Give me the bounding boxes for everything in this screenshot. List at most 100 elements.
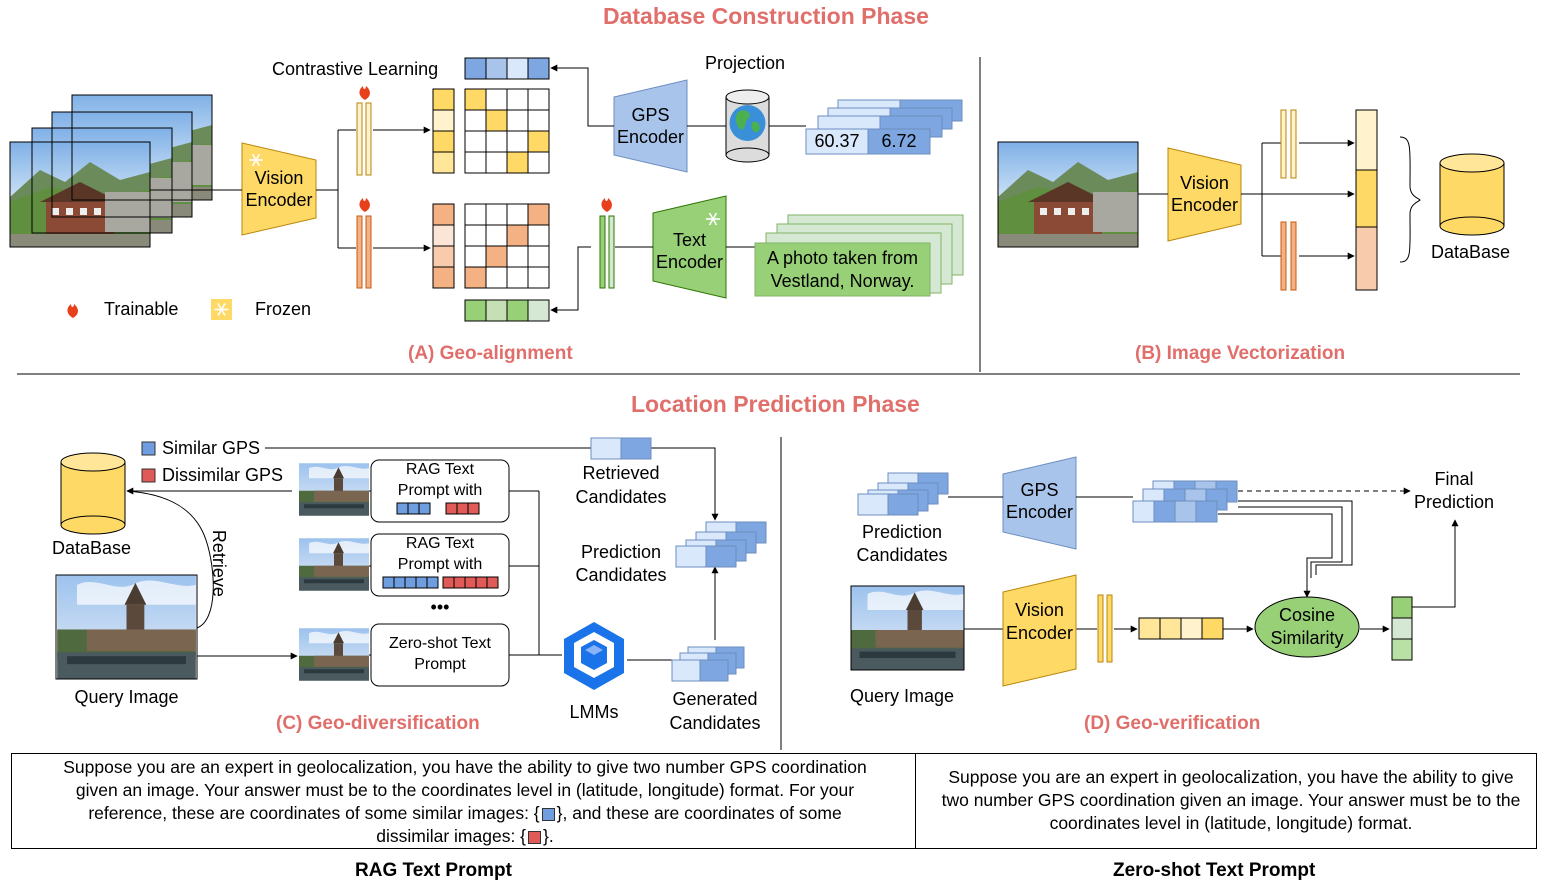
cosine-similarity-line-1: Cosine — [1278, 605, 1336, 625]
prediction-candidates-stack-c — [675, 521, 767, 568]
gps-encoder-a — [613, 79, 688, 173]
grid-cell — [506, 109, 529, 132]
query-image-d-label: Query Image — [849, 686, 955, 706]
section-b-label: (B) Image Vectorization — [1135, 343, 1346, 364]
gps-encoder-a-label-2: Encoder — [616, 127, 685, 147]
grid-cell — [527, 224, 550, 247]
geo-verification-flows — [948, 487, 1459, 633]
zero-shot-prompt-line-1: Zero-shot Text — [389, 635, 491, 652]
text-encoder-bars-a — [599, 215, 615, 289]
grid-cell — [464, 224, 487, 247]
generated-candidates-stack — [671, 646, 745, 682]
similarity-grid-top — [464, 88, 550, 174]
text-encoder-a — [652, 195, 727, 299]
thumb-images — [299, 463, 369, 681]
grid-cell — [506, 224, 529, 247]
grid-cell — [485, 88, 508, 111]
rag-prompt-text-part-2: }, and these are coordinates of some dis… — [376, 803, 842, 846]
gps-embed-cell — [1195, 500, 1218, 523]
query-image-c — [55, 574, 198, 680]
globe-icon — [725, 89, 770, 163]
database-c-label: DataBase — [52, 538, 132, 558]
gps-encoder-d — [1002, 456, 1077, 550]
text-encoder-a-label-2: Encoder — [655, 252, 724, 272]
grid-cell — [506, 130, 529, 153]
snowflake-icon — [249, 153, 720, 226]
grid-cell — [527, 151, 550, 174]
caption-stack — [754, 214, 964, 297]
grid-cell — [527, 109, 550, 132]
rag-prompt-1-line-2: Prompt with — [397, 482, 483, 499]
gps-embed-cell — [1153, 500, 1176, 523]
dissimilar-gps-label: Dissimilar GPS — [162, 465, 284, 485]
grid-cell — [506, 245, 529, 268]
prediction-candidates-c-line-2: Candidates — [575, 565, 667, 585]
zero-shot-prompt-panel — [915, 753, 1537, 849]
section-a-label: (A) Geo-alignment — [408, 343, 573, 364]
geo-diversification-flows — [126, 447, 719, 661]
database-b-label: DataBase — [1431, 242, 1511, 262]
final-prediction-line-2: Prediction — [1413, 492, 1495, 512]
image-embed-bars-a — [356, 102, 372, 289]
cosine-similarity-node — [1254, 596, 1360, 658]
dividers — [17, 57, 1520, 750]
grid-cell — [464, 88, 487, 111]
grid-cell — [464, 266, 487, 289]
grid-cell — [506, 151, 529, 174]
vision-encoder-a — [241, 142, 317, 236]
rag-prompt-text-part-3: }. — [543, 826, 554, 846]
section-c-label: (C) Geo-diversification — [276, 713, 480, 734]
image-stack — [9, 94, 213, 248]
zero-shot-prompt-line-2: Prompt — [414, 656, 466, 673]
rag-prompt-text-part-1: Suppose you are an expert in geolocaliza… — [63, 757, 867, 823]
grid-cell — [527, 203, 550, 226]
database-icon-b — [1439, 153, 1505, 236]
similar-gps-inline-icon — [541, 807, 555, 821]
vision-encoder-b-label-2: Encoder — [1170, 195, 1239, 215]
rag-prompt-2-line-1: RAG Text — [405, 535, 475, 552]
trainable-legend-label: Trainable — [104, 299, 179, 319]
prediction-candidates-c-line-1: Prediction — [580, 542, 662, 562]
loc-phase-title: Location Prediction Phase — [631, 391, 920, 417]
image-embed-bars-d — [1097, 594, 1113, 663]
query-image-c-label: Query Image — [74, 687, 179, 707]
grid-cell — [527, 266, 550, 289]
vision-encoder-a-label-2: Encoder — [245, 190, 313, 210]
gps-embed-cell — [1174, 500, 1197, 523]
grid-cell — [485, 245, 508, 268]
ellipsis-dots: ••• — [430, 597, 450, 617]
database-icon-c — [60, 452, 126, 535]
grid-cell — [464, 151, 487, 174]
coord-lat: 60.37 — [814, 131, 860, 151]
vision-encoder-a-label-1: Vision — [254, 168, 304, 188]
vector-column — [1355, 109, 1378, 291]
vision-encoder-b — [1167, 147, 1242, 242]
zero-shot-prompt-caption: Zero-shot Text Prompt — [1113, 860, 1316, 881]
grid-cell — [485, 266, 508, 289]
vectorization-image — [997, 141, 1139, 248]
retrieved-candidates-line-1: Retrieved — [582, 463, 660, 483]
grid-cell — [464, 130, 487, 153]
vision-encoder-b-label-1: Vision — [1180, 173, 1229, 193]
projection-label: Projection — [705, 53, 786, 73]
lmm-icon — [564, 622, 624, 690]
gps-encoder-a-flows — [550, 64, 806, 127]
dissimilar-gps-inline-icon — [528, 830, 542, 844]
gps-embed-cell — [1132, 500, 1155, 523]
coordinate-stack — [805, 99, 963, 155]
rag-prompt-1-line-1: RAG Text — [405, 461, 475, 478]
caption-line-1: A photo taken from — [766, 248, 919, 268]
vision-encoder-d-label-2: Encoder — [1005, 623, 1074, 643]
grid-cell — [506, 266, 529, 289]
gps-encoder-d-label-2: Encoder — [1005, 502, 1074, 522]
rag-prompt-panel — [11, 753, 917, 849]
brace — [1399, 136, 1421, 263]
text-encoder-a-label-1: Text — [672, 230, 706, 250]
prediction-candidates-d-line-2: Candidates — [856, 545, 948, 565]
gps-embed-stack-d — [1132, 480, 1238, 523]
prediction-candidates-stack-d — [857, 472, 949, 516]
similarity-grid-bottom — [464, 203, 550, 289]
grid-cell — [527, 130, 550, 153]
vision-encoder-d-label-1: Vision — [1015, 600, 1064, 620]
